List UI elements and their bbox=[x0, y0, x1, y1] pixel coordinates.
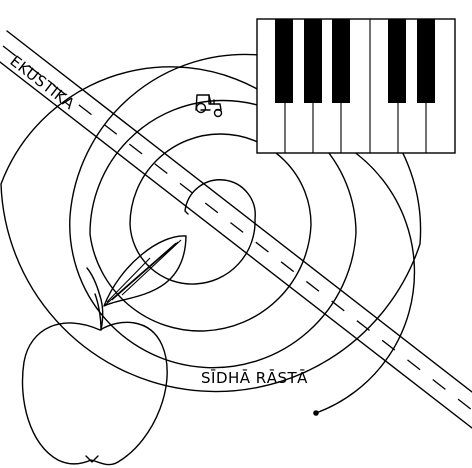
piano-keyboard-icon bbox=[256, 18, 456, 154]
road-icon bbox=[0, 30, 472, 429]
spiral-end-dot bbox=[313, 410, 319, 416]
road-label-top: EKUSTIKA bbox=[7, 52, 79, 113]
piano-black-keys bbox=[275, 19, 435, 103]
tractor-icon bbox=[195, 94, 223, 118]
apple-icon bbox=[21, 235, 187, 466]
road-label-bottom: SĪDHĀ RĀSTĀ bbox=[201, 369, 308, 387]
spiral-icon bbox=[0, 53, 422, 416]
